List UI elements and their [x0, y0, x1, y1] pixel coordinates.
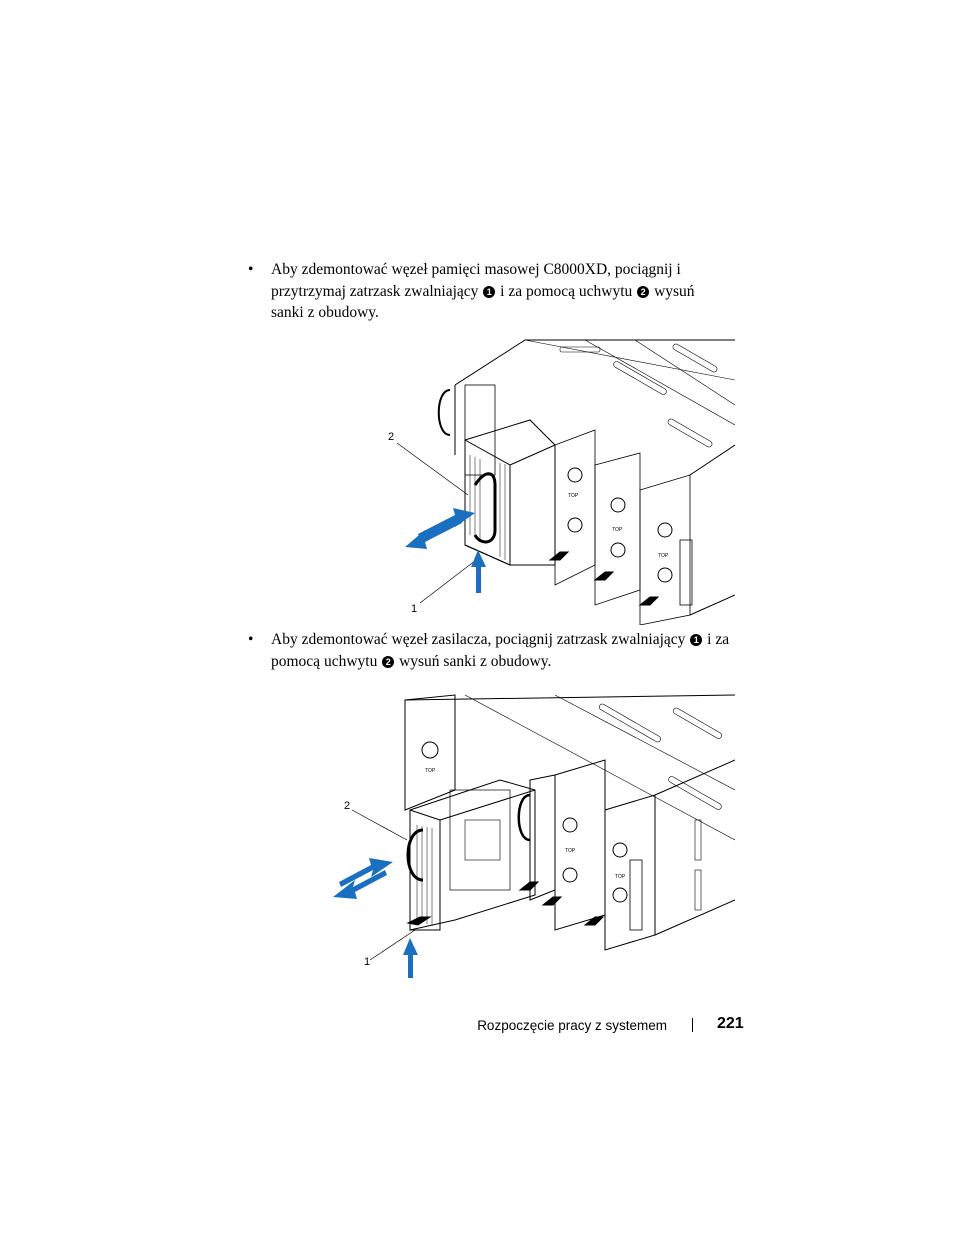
top-label: TOP — [425, 768, 436, 774]
page-number: 221 — [717, 1015, 744, 1032]
pull-direction-arrows — [333, 858, 418, 978]
bullet-marker: • — [248, 631, 254, 648]
figure-psu-sled-removal: TOP TOP TOP 2 1 — [325, 680, 735, 980]
bullet-marker: • — [248, 261, 254, 278]
instruction-text: wysuń sanki z obudowy. — [395, 652, 552, 670]
footer-separator — [692, 1018, 693, 1032]
callout-label-2: 2 — [388, 431, 395, 443]
callout-label-1: 1 — [411, 603, 418, 615]
psu-sled-illustration: TOP TOP TOP — [333, 694, 735, 978]
callout-label-2: 2 — [344, 800, 351, 812]
top-label: TOP — [612, 527, 623, 533]
instruction-text: Aby zdemontować węzeł zasilacza, pociągn… — [271, 631, 690, 648]
instruction-text: wysuń sanki z obudowy. — [271, 282, 695, 322]
callout-badge-2: 2 — [382, 655, 395, 668]
top-label: TOP — [658, 553, 669, 559]
callout-label-1: 1 — [364, 956, 371, 968]
callout-badge-2: 2 — [637, 285, 650, 298]
footer-section-title: Rozpoczęcie pracy z systemem — [477, 1018, 667, 1033]
top-label: TOP — [568, 493, 579, 499]
instruction-psu-node: • Aby zdemontować węzeł zasilacza, pocią… — [248, 629, 731, 672]
instruction-text: Aby zdemontować węzeł pamięci masowej C8… — [271, 261, 681, 300]
top-label: TOP — [565, 848, 576, 854]
callout-badge-1: 1 — [690, 634, 703, 646]
storage-sled-illustration: TOP TOP TOP — [396, 339, 735, 625]
instruction-text: i za pomocą uchwytu — [271, 631, 730, 670]
pull-direction-arrows — [405, 508, 486, 593]
top-label: TOP — [615, 874, 626, 880]
callout-badge-1: 1 — [483, 285, 496, 298]
instruction-storage-node: • Aby zdemontować węzeł pamięci masowej … — [248, 259, 731, 324]
figure-storage-sled-removal: TOP TOP TOP 2 1 — [380, 335, 735, 625]
instruction-text: i za pomocą uchwytu — [496, 282, 637, 300]
